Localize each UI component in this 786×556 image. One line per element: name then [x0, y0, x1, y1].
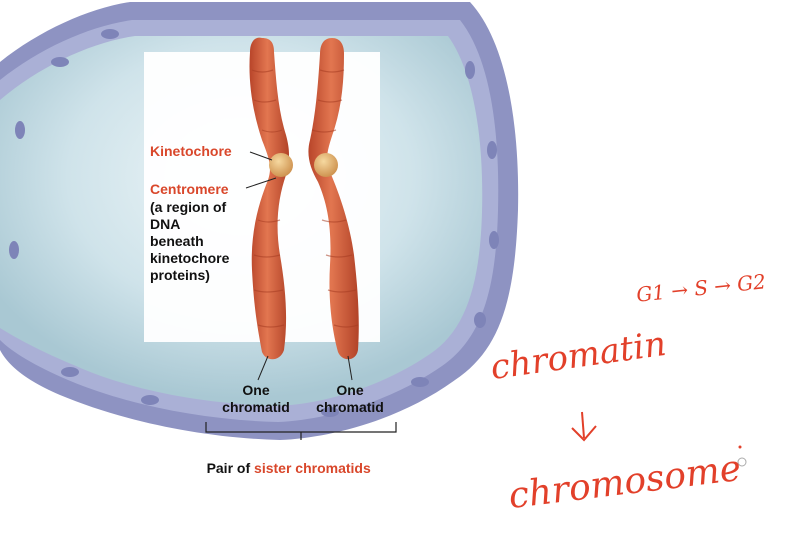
- left-chromatid: [249, 37, 289, 360]
- chromatid-right-line1: One: [336, 382, 364, 398]
- chromatid-left-label: One chromatid: [212, 382, 300, 416]
- leader-lines: [245, 151, 353, 381]
- centromere-desc-line: (a region of: [150, 199, 227, 215]
- chromatid-right-line2: chromatid: [316, 399, 384, 415]
- centromere-label: Centromere: [150, 181, 229, 197]
- pair-label-highlight: sister chromatids: [254, 460, 371, 476]
- centromere-desc-line: proteins): [150, 267, 210, 283]
- kinetochore-label: Kinetochore: [150, 143, 232, 159]
- pen-dot: [737, 457, 747, 467]
- kinetochore-left: [269, 153, 293, 177]
- chromatid-left-line2: chromatid: [222, 399, 290, 415]
- ink-dot: [738, 445, 742, 449]
- kinetochore-right: [314, 153, 338, 177]
- pair-label: Pair of sister chromatids: [191, 443, 371, 494]
- chromatid-left-line1: One: [242, 382, 270, 398]
- pair-label-prefix: Pair of: [206, 460, 255, 476]
- centromere-desc-line: DNA: [150, 216, 181, 232]
- centromere-description: (a region of DNA beneath kinetochore pro…: [150, 199, 229, 284]
- sister-chromatid-bracket: [205, 422, 397, 440]
- chromatid-right-label: One chromatid: [306, 382, 394, 416]
- centromere-desc-line: beneath: [150, 233, 204, 249]
- right-chromatid: [308, 38, 359, 360]
- hand-arrow: [571, 411, 597, 442]
- centromere-desc-line: kinetochore: [150, 250, 230, 266]
